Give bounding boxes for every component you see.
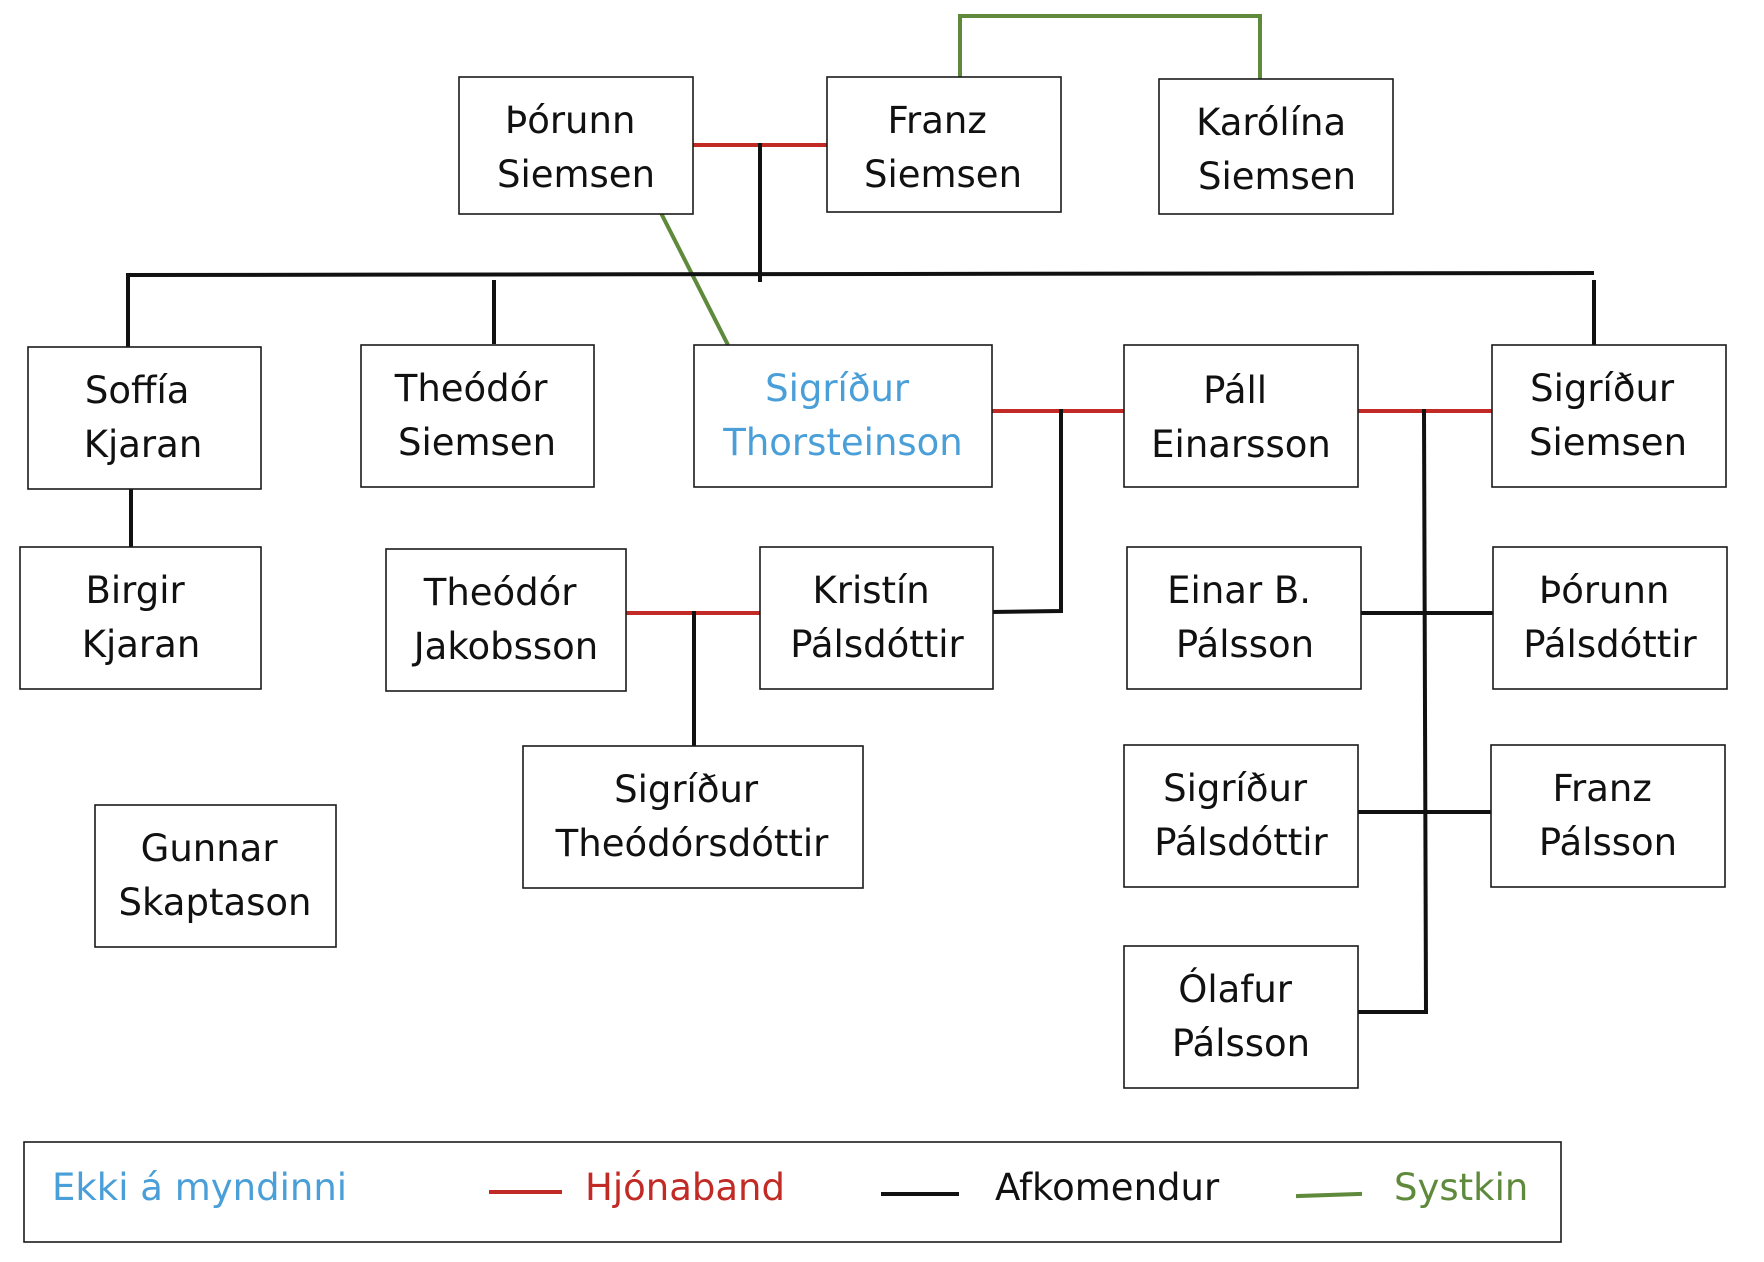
person-theodor-jakobsson: Theódór Jakobsson: [385, 548, 627, 692]
person-franz-palsson: Franz Pálsson: [1490, 744, 1726, 888]
person-sigridur-thorsteinson: Sigríður Thorsteinson: [693, 344, 993, 488]
siblings-lines: [659, 14, 1262, 346]
person-karolina-siemsen: Karólína Siemsen: [1158, 78, 1394, 215]
person-theodor-siemsen: Theódór Siemsen: [360, 344, 595, 488]
person-sigridur-theodorsdottir: Sigríður Theódórsdóttir: [522, 745, 864, 889]
legend-siblings-swatch: [1295, 1191, 1363, 1199]
svg-text:Kristín Pálsdóttir: Kristín Pálsdóttir: [790, 569, 964, 666]
descent-bar-siemsen-children: [125, 270, 1595, 278]
svg-text:Theódór Siemsen: Theódór Siemsen: [394, 367, 560, 464]
legend-marriage-label: Hjónaband: [585, 1166, 785, 1209]
svg-text:Gunnar Skaptason: Gunnar Skaptason: [119, 827, 312, 924]
person-gunnar-skaptason: Gunnar Skaptason: [94, 804, 337, 948]
svg-text:Þórunn Pálsdóttir: Þórunn Pálsdóttir: [1523, 569, 1697, 666]
svg-text:Franz Pálsson: Franz Pálsson: [1539, 767, 1677, 864]
person-pall-einarsson: Páll Einarsson: [1123, 344, 1359, 488]
person-franz-siemsen: Franz Siemsen: [826, 76, 1062, 213]
svg-text:Soffía Kjaran: Soffía Kjaran: [84, 369, 203, 466]
legend-not-pictured-label: Ekki á myndinni: [52, 1166, 347, 1209]
not-pictured-name: Sigríður Thorsteinson: [722, 367, 963, 464]
person-einar-palsson: Einar B. Pálsson: [1126, 546, 1362, 690]
svg-text:Þórunn Siemsen: Þórunn Siemsen: [497, 99, 655, 196]
person-sigridur-palsdottir: Sigríður Pálsdóttir: [1123, 744, 1359, 888]
person-thorunn-palsdottir: Þórunn Pálsdóttir: [1492, 546, 1728, 690]
person-soffia-kjaran: Soffía Kjaran: [27, 346, 262, 490]
person-sigridur-siemsen: Sigríður Siemsen: [1491, 344, 1727, 488]
svg-text:Sigríður Pálsdóttir: Sigríður Pálsdóttir: [1154, 767, 1328, 864]
person-birgir-kjaran: Birgir Kjaran: [19, 546, 262, 690]
siblings-line-franz-karolina: [958, 14, 1262, 80]
svg-text:Birgir Kjaran: Birgir Kjaran: [82, 569, 201, 666]
person-kristin-palsdottir: Kristín Pálsdóttir: [759, 546, 994, 690]
person-thorunn-siemsen: Þórunn Siemsen: [458, 76, 694, 215]
svg-text:Páll Einarsson: Páll Einarsson: [1151, 369, 1331, 466]
descendant-lines: [125, 143, 1596, 1015]
svg-text:Ólafur Pálsson: Ólafur Pálsson: [1172, 967, 1310, 1065]
svg-text:Sigríður Siemsen: Sigríður Siemsen: [1529, 367, 1687, 464]
siblings-line-thorunn-sigridur: [659, 212, 730, 346]
legend-descendants-label: Afkomendur: [995, 1166, 1220, 1209]
svg-text:Franz Siemsen: Franz Siemsen: [864, 99, 1022, 196]
descent-trunk-pall-sigridur-siemsen: [1421, 408, 1429, 1015]
legend-siblings-label: Systkin: [1394, 1166, 1528, 1209]
svg-text:Karólína Siemsen: Karólína Siemsen: [1196, 101, 1358, 198]
svg-text:Sigríður Theódórsdóttir: Sigríður Theódórsdóttir: [555, 768, 829, 865]
descent-sigridur-pall-kristin: [990, 409, 1063, 615]
person-olafur-palsson: Ólafur Pálsson: [1123, 945, 1359, 1089]
legend: Ekki á myndinni Hjónaband Afkomendur Sys…: [23, 1141, 1562, 1243]
svg-text:Theódór Jakobsson: Theódór Jakobsson: [412, 571, 598, 668]
svg-text:Einar B. Pálsson: Einar B. Pálsson: [1167, 569, 1323, 666]
